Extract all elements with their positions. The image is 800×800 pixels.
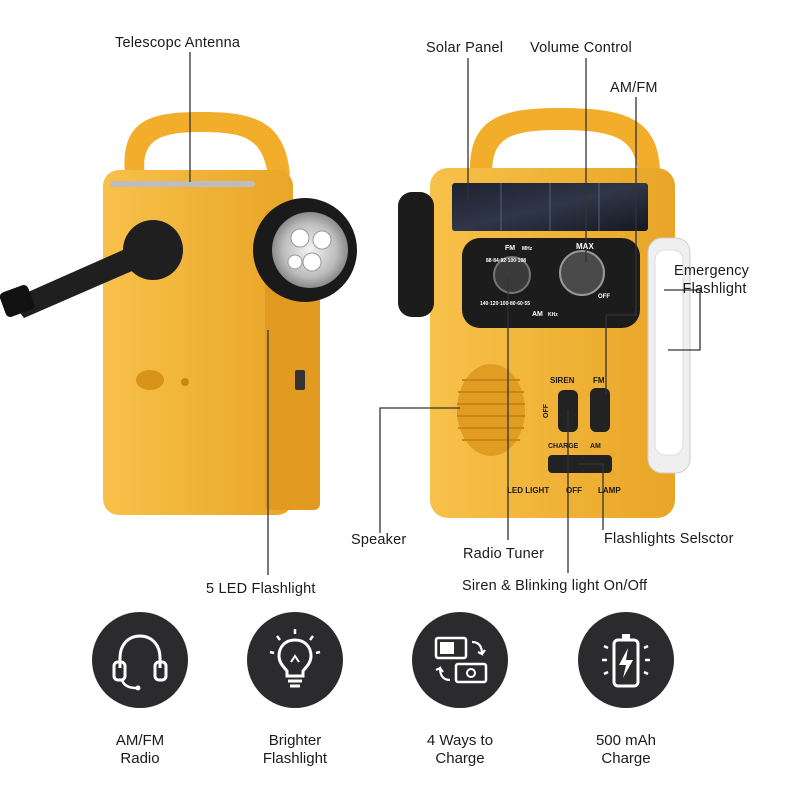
switch-off-label: OFF — [543, 403, 550, 418]
left-handle — [124, 112, 291, 175]
feature-500-mah-charge: 500 mAh Charge — [551, 612, 701, 768]
emergency-flashlight-line1: Emergency — [674, 263, 750, 279]
charging-icon — [434, 636, 488, 684]
siren-blinking-label: Siren & Blinking light On/Off — [462, 578, 648, 594]
solar-panel-label: Solar Panel — [426, 40, 504, 56]
lightbulb-icon — [269, 629, 321, 688]
feature-2-line1: Brighter — [268, 732, 322, 749]
feature-4-line2: Charge — [601, 750, 651, 767]
feature-1-line1: AM/FM — [115, 732, 165, 749]
feature-1-line2: Radio — [120, 750, 160, 767]
battery-bolt-icon — [602, 634, 650, 688]
left-port — [136, 370, 164, 390]
dial-am-label: AM — [532, 311, 543, 318]
siren-label: SIREN — [550, 376, 575, 385]
feature-4-line1: 500 mAh — [595, 732, 657, 749]
dial-bottom-scale: 140·120·100·80·60·55 — [480, 301, 530, 307]
max-label: MAX — [576, 242, 594, 251]
crank-arm — [10, 238, 162, 318]
left-device — [0, 112, 357, 515]
led-light-label: LED LIGHT — [507, 486, 549, 495]
right-handle — [469, 108, 660, 175]
speaker-grille — [457, 364, 525, 456]
amfm-leader — [605, 97, 637, 395]
volume-knob — [559, 250, 605, 296]
feature-brighter-flashlight: Brighter Flashlight — [220, 612, 370, 768]
fm-switch-label: FM — [593, 376, 605, 385]
off-label: OFF — [598, 294, 610, 300]
leader-lines — [189, 52, 701, 575]
charge-label: CHARGE — [548, 443, 579, 450]
left-screw — [181, 378, 189, 386]
feature-2-line2: Flashlight — [262, 750, 328, 767]
telescopic-antenna-label: Telescopc Antenna — [115, 35, 241, 51]
volume-control-label: Volume Control — [530, 40, 632, 56]
radio-tuner-label: Radio Tuner — [463, 546, 545, 562]
flashlights-selector-label: Flashlights Selsctor — [604, 531, 734, 547]
right-device — [398, 108, 691, 518]
crank-knob — [0, 285, 35, 317]
telescopic-antenna — [110, 181, 255, 187]
fm-switch — [590, 388, 610, 432]
headphones-icon — [112, 634, 168, 691]
side-tuning-wheel — [398, 192, 434, 317]
tuner-knob — [493, 256, 531, 294]
dial-khz-label: KHz — [548, 312, 558, 318]
selector-leader — [578, 463, 604, 530]
feature-3-line1: 4 Ways to — [426, 732, 494, 749]
selector-off-label: OFF — [566, 486, 582, 495]
emergency-flashlight-label: Emergency Flashlight — [674, 262, 749, 298]
am-switch-label: AM — [590, 443, 601, 450]
led-flashlight-lens — [272, 212, 348, 288]
led-flashlight-label: 5 LED Flashlight — [206, 581, 316, 597]
usb-port — [295, 370, 305, 390]
lamp-label: LAMP — [598, 486, 621, 495]
feature-am-fm-radio: AM/FM Radio — [65, 612, 215, 768]
feature-3-line2: Charge — [435, 750, 485, 767]
speaker-leader — [379, 407, 460, 533]
emergency-flashlight-line2: Flashlight — [682, 281, 747, 297]
dial-fm-label: FM — [505, 245, 515, 252]
feature-4-ways-to-charge: 4 Ways to Charge — [385, 612, 535, 768]
am-fm-label: AM/FM — [610, 80, 658, 96]
speaker-label: Speaker — [351, 532, 407, 548]
emergency-leader — [664, 289, 701, 351]
dial-mhz-label: MHz — [522, 246, 533, 252]
dial-top-scale: 88·84·92·100·108 — [486, 258, 526, 264]
